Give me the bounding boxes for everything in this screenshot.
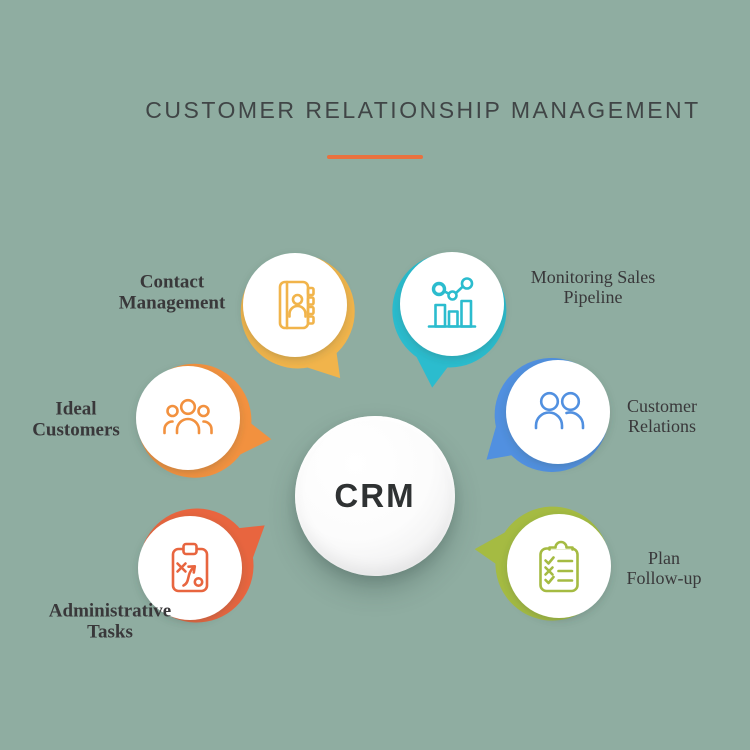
node-administrative-tasks [138, 508, 265, 623]
label-administrative-tasks: Administrative Tasks [49, 601, 171, 644]
label-line: Tasks [87, 622, 133, 643]
two-people-icon [534, 391, 585, 430]
node-white-circle [138, 516, 242, 620]
title-divider [327, 155, 423, 159]
clipboard-checklist-icon [539, 540, 579, 593]
node-contact-management [240, 253, 355, 379]
node-white-circle [507, 514, 611, 618]
label-line: Ideal [55, 398, 97, 420]
crm-center-circle: CRM [295, 416, 455, 576]
label-line: Monitoring Sales [530, 266, 656, 287]
label-customer-relations: Customer Relations [627, 396, 697, 436]
label-monitoring-sales-pipeline: Monitoring Sales Pipeline [531, 267, 656, 307]
page-title: CUSTOMER RELATIONSHIP MANAGEMENT [145, 97, 701, 123]
label-line: Management [118, 293, 226, 314]
node-plan-follow-up [474, 506, 611, 621]
node-white-circle [506, 360, 610, 464]
crm-center-label: CRM [334, 477, 416, 514]
label-line: Customers [32, 420, 120, 441]
bar-chart-icon [427, 277, 477, 328]
label-plan-follow-up: Plan Follow-up [626, 548, 701, 588]
clipboard-strategy-icon [171, 542, 209, 593]
label-line: Pipeline [563, 287, 623, 307]
label-line: Plan [647, 547, 681, 568]
label-ideal-customers: Ideal Customers [32, 399, 120, 442]
address-book-icon [278, 280, 315, 330]
label-line: Customer [627, 395, 697, 416]
node-monitoring-sales-pipeline [392, 252, 507, 388]
node-customer-relations [486, 357, 610, 472]
label-line: Relations [628, 416, 696, 436]
people-group-icon [163, 398, 213, 435]
label-contact-management: Contact Management [119, 272, 226, 315]
label-line: Contact [139, 271, 205, 293]
label-line: Follow-up [626, 568, 702, 588]
node-white-circle [400, 252, 504, 356]
node-white-circle [243, 253, 347, 357]
label-line: Administrative [48, 600, 172, 622]
node-ideal-customers [136, 363, 272, 478]
